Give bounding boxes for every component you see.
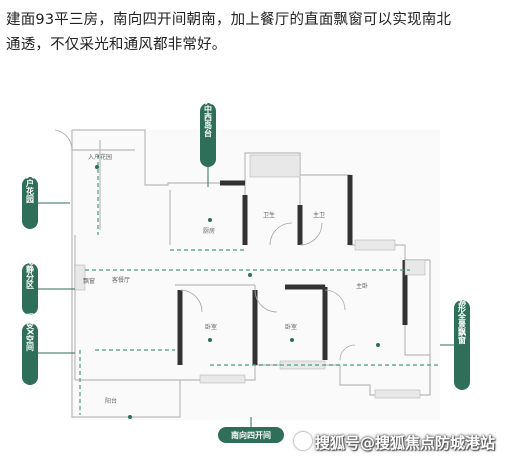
svg-text:南向四开间: 南向四开间 [231,430,271,440]
zone-dashes [79,155,440,415]
room-living: 客餐厅 [112,276,130,284]
room-dots [95,165,380,419]
tag-entry-garden: 入户花园 [22,171,70,229]
tag-dynamic-static: 动静分区 [22,256,75,315]
caption: 建面93平三房，南向四开间朝南，加上餐厅的直面飘窗可以实现南北 通透，不仅采光和… [6,8,502,58]
room-balcony: 阳台 [105,397,117,405]
room-kitchen: 厨房 [203,227,215,235]
watermark: 搜狐号@搜狐焦点防城港站 [293,432,495,453]
room-bay: 飘窗 [83,277,95,285]
room-bedroom-1: 卧室 [205,323,217,331]
svg-text:主卧河弧形全景飘窗: 主卧河弧形全景飘窗 [457,271,467,345]
caption-line-2: 通透，不仅采光和通风都非常好。 [6,37,227,53]
room-bedroom-2: 卧室 [285,323,297,331]
svg-text:观变X空间: 观变X空间 [26,313,35,352]
svg-text:动静分区: 动静分区 [26,256,35,290]
doors [54,129,356,361]
svg-text:入户花园: 入户花园 [26,171,35,204]
tag-ldk: LDK中西岛台 [200,95,216,187]
room-bath1: 卫生 [263,211,275,219]
room-master: 主卧 [356,282,368,290]
tag-view-x: 观变X空间 [22,313,75,385]
room-entry-garden: 入户花园 [88,153,112,161]
tag-south: 南向四开间 [218,417,284,443]
caption-line-1: 建面93平三房，南向四开间朝南，加上餐厅的直面飘窗可以实现南北 [6,12,452,28]
svg-text:LDK中西岛台: LDK中西岛台 [204,95,213,138]
sohu-logo-icon [293,432,312,450]
watermark-text: 搜狐号@搜狐焦点防城港站 [314,434,495,452]
room-bath2: 主卫 [313,211,325,219]
floor-plan-svg: 入户花园 厨房 卫生 主卫 客餐厅 飘窗 卧室 卧室 主卧 阳台 入户花园 动静… [22,95,470,443]
floor-plan: 入户花园 厨房 卫生 主卫 客餐厅 飘窗 卧室 卧室 主卧 阳台 入户花园 动静… [0,95,507,461]
tag-master: 主卧河弧形全景飘窗 [440,271,470,390]
